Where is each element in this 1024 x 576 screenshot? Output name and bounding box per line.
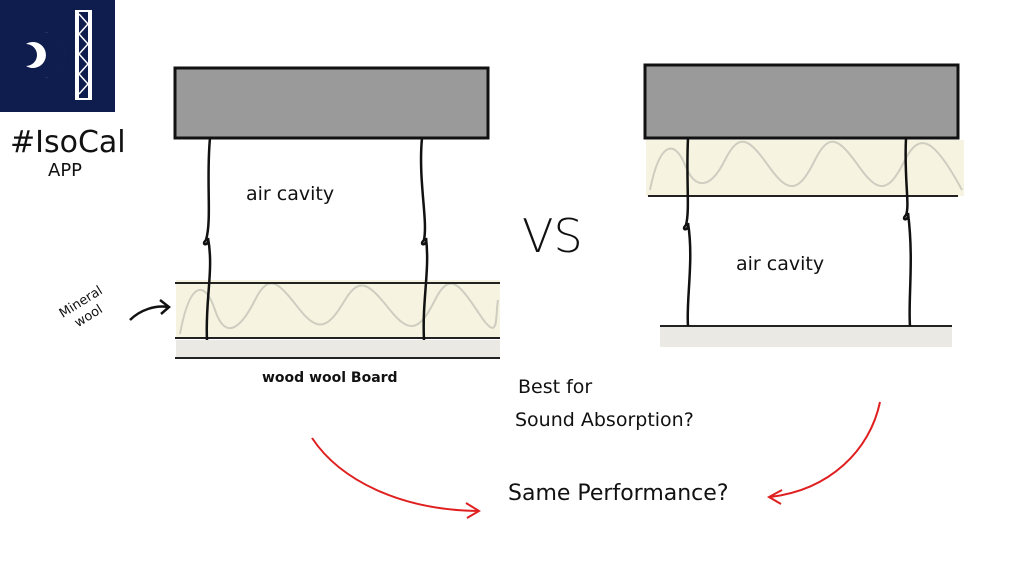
right-board	[660, 327, 952, 347]
left-hanger-1	[202, 137, 212, 341]
left-ceiling-slab	[173, 66, 490, 140]
right-cavity-label: air cavity	[736, 253, 824, 275]
left-hanger-2	[419, 137, 429, 341]
mineral-wool-arrow	[129, 299, 171, 321]
question1-line2: Sound Absorption?	[515, 409, 694, 431]
logo-hashtag: #IsoCal	[10, 125, 126, 160]
logo-app: APP	[48, 160, 82, 181]
left-wood-wool-board	[176, 340, 500, 357]
right-ceiling-slab	[643, 63, 960, 140]
left-red-arrow	[311, 437, 481, 519]
question2: Same Performance?	[508, 481, 729, 506]
right-assembly	[643, 63, 964, 347]
left-cavity-label: air cavity	[246, 183, 334, 205]
right-mineral-wool	[646, 140, 964, 196]
question1-line1: Best for	[518, 376, 592, 398]
right-red-arrow	[766, 401, 881, 505]
isocal-logo	[0, 0, 115, 112]
right-hanger-1	[682, 137, 692, 327]
vs-label: VS	[522, 209, 583, 263]
board-label: wood wool Board	[262, 370, 398, 386]
right-hanger-2	[902, 137, 912, 327]
left-mineral-wool	[176, 280, 500, 338]
left-assembly	[173, 66, 500, 359]
